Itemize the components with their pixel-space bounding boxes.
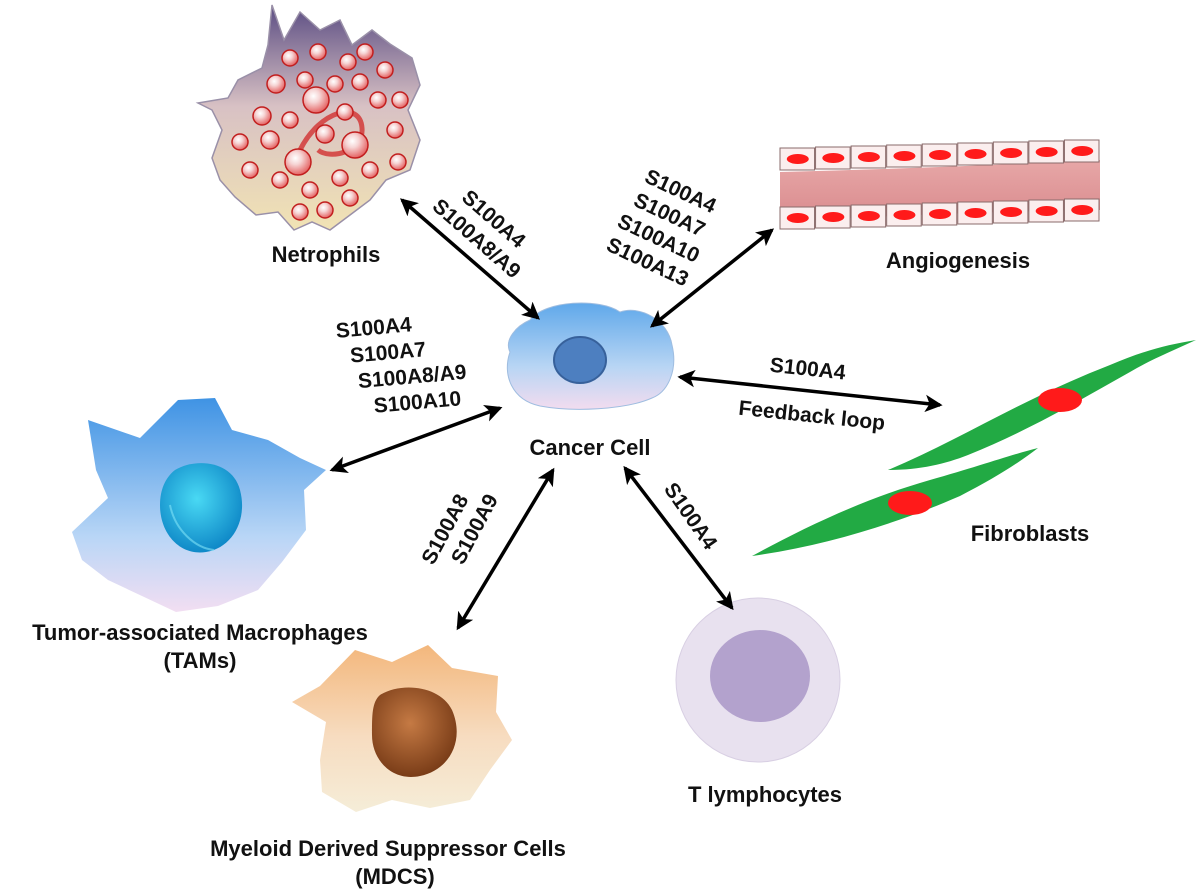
fibroblast-nucleus-1 bbox=[1038, 388, 1082, 412]
marker-t-lymphocytes-1: S100A4 bbox=[659, 479, 722, 555]
neutrophil-granule bbox=[336, 103, 354, 121]
label-mdsc-line1: Myeloid Derived Suppressor Cells bbox=[210, 836, 566, 861]
endothelial-nucleus bbox=[857, 211, 880, 221]
label-tams-line2: (TAMs) bbox=[164, 648, 237, 673]
arrow-neutrophils bbox=[400, 198, 540, 320]
endothelial-nucleus bbox=[1071, 146, 1094, 156]
neutrophil-granule bbox=[339, 53, 357, 71]
tam-cell bbox=[72, 398, 326, 612]
endothelial-nucleus bbox=[1071, 205, 1094, 215]
endothelial-nucleus bbox=[929, 209, 951, 219]
arrow-fibroblasts bbox=[677, 369, 943, 413]
neutrophil-granule bbox=[309, 43, 327, 61]
t-lymphocyte-nucleus bbox=[710, 630, 810, 722]
neutrophil-granule bbox=[389, 153, 407, 171]
label-mdsc-line2: (MDCS) bbox=[355, 864, 434, 889]
neutrophil-granule bbox=[271, 171, 289, 189]
label-fibroblasts: Fibroblasts bbox=[971, 521, 1090, 546]
markers-mdsc: S100A8 S100A9 bbox=[417, 490, 502, 568]
markers-neutrophils: S100A4 S100A8/A9 bbox=[428, 186, 530, 283]
arrow-tams bbox=[329, 404, 503, 474]
markers-tams: S100A4 S100A7 S100A8/A9 S100A10 bbox=[335, 313, 467, 418]
label-t-lymphocytes: T lymphocytes bbox=[688, 782, 842, 807]
neutrophil-granule bbox=[281, 49, 299, 67]
t-lymphocyte-cell bbox=[675, 597, 841, 763]
neutrophil-granule bbox=[284, 148, 312, 176]
neutrophil-granule bbox=[315, 124, 335, 144]
neutrophil-granule bbox=[341, 131, 369, 159]
endothelial-nucleus bbox=[1000, 207, 1023, 217]
markers-t-lymphocytes: S100A4 bbox=[659, 479, 722, 555]
neutrophil-granule bbox=[302, 86, 330, 114]
label-neutrophils: Netrophils bbox=[272, 242, 381, 267]
neutrophil-granule bbox=[391, 91, 409, 109]
neutrophil-granule bbox=[341, 189, 359, 207]
endothelial-nucleus bbox=[964, 208, 987, 218]
endothelial-nucleus bbox=[786, 154, 809, 164]
endothelial-nucleus bbox=[1035, 206, 1058, 216]
neutrophil-granule bbox=[296, 71, 314, 89]
endothelial-nucleus bbox=[786, 213, 809, 223]
neutrophil-granule bbox=[291, 203, 309, 221]
neutrophil-granule bbox=[376, 61, 394, 79]
neutrophil-granule bbox=[241, 161, 259, 179]
mdsc-cell bbox=[292, 645, 512, 812]
endothelial-nucleus bbox=[929, 150, 951, 160]
neutrophil-granule bbox=[356, 43, 374, 61]
cancer-nucleus bbox=[553, 336, 607, 384]
endothelial-nucleus bbox=[893, 151, 916, 161]
arrow-t-lymphocytes bbox=[623, 465, 734, 611]
neutrophil-granule bbox=[331, 169, 349, 187]
arrow-angiogenesis bbox=[649, 228, 775, 328]
neutrophil-cell bbox=[195, 4, 421, 231]
fibroblast-nucleus-2 bbox=[888, 491, 932, 515]
neutrophil-granule bbox=[351, 73, 369, 91]
endothelial-nucleus bbox=[822, 153, 845, 163]
endothelial-nucleus bbox=[822, 212, 845, 222]
neutrophil-granule bbox=[301, 181, 319, 199]
neutrophil-granule bbox=[326, 75, 344, 93]
blood-vessel bbox=[779, 139, 1100, 230]
neutrophil-granule bbox=[231, 133, 249, 151]
cancer-cell bbox=[506, 302, 675, 410]
label-angiogenesis: Angiogenesis bbox=[886, 248, 1030, 273]
endothelial-nucleus bbox=[1000, 148, 1023, 158]
marker-fibroblasts-1: S100A4 bbox=[769, 354, 847, 385]
neutrophil-granule bbox=[361, 161, 379, 179]
endothelial-nucleus bbox=[857, 152, 880, 162]
marker-tams-2: S100A7 bbox=[349, 338, 427, 368]
neutrophil-granule bbox=[266, 74, 286, 94]
fibroblast-cells bbox=[752, 340, 1196, 556]
neutrophil-granule bbox=[316, 201, 334, 219]
endothelial-nucleus bbox=[893, 210, 916, 220]
endothelial-nucleus bbox=[1035, 147, 1058, 157]
neutrophil-granule bbox=[252, 106, 272, 126]
endothelial-nucleus bbox=[964, 149, 987, 159]
neutrophil-granule bbox=[386, 121, 404, 139]
arrow-mdsc bbox=[456, 467, 555, 631]
neutrophil-granule bbox=[281, 111, 299, 129]
neutrophil-granule bbox=[369, 91, 387, 109]
label-tams-line1: Tumor-associated Macrophages bbox=[32, 620, 368, 645]
marker-tams-4: S100A10 bbox=[373, 387, 462, 418]
marker-tams-1: S100A4 bbox=[335, 313, 413, 343]
markers-angiogenesis: S100A4 S100A7 S100A10 S100A13 bbox=[603, 165, 720, 291]
label-cancer-cell: Cancer Cell bbox=[529, 435, 650, 460]
neutrophil-granule bbox=[260, 130, 280, 150]
interaction-arrows bbox=[329, 198, 943, 631]
marker-fibroblasts-2: Feedback loop bbox=[738, 397, 887, 435]
